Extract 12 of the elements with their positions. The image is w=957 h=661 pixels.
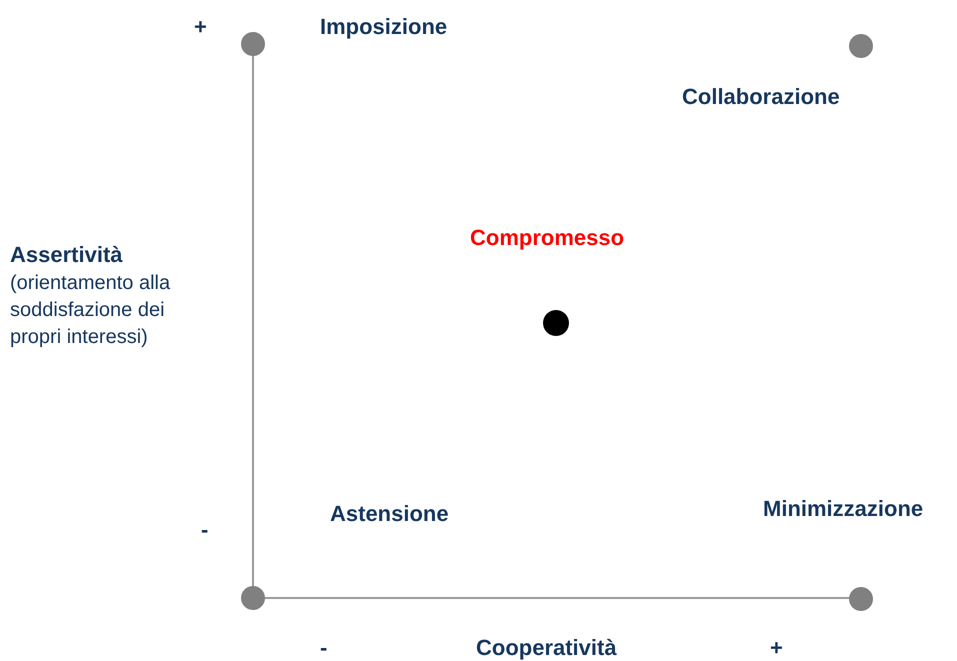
axis-title: Assertività <box>10 242 123 268</box>
style-label: Imposizione <box>320 14 448 40</box>
axis-sign: - <box>201 517 208 543</box>
axis-description: (orientamento alla soddisfazione dei propri interessi) <box>10 271 172 350</box>
axis-sign: - <box>320 635 328 661</box>
axis-sign: + <box>770 635 783 661</box>
style-label: Compromesso <box>470 225 624 251</box>
style-label: Minimizzazione <box>763 496 924 522</box>
style-label: Collaborazione <box>682 84 840 110</box>
axis-title: Cooperatività <box>476 635 617 661</box>
style-label: Astensione <box>330 501 449 527</box>
axis-sign: + <box>194 14 207 40</box>
